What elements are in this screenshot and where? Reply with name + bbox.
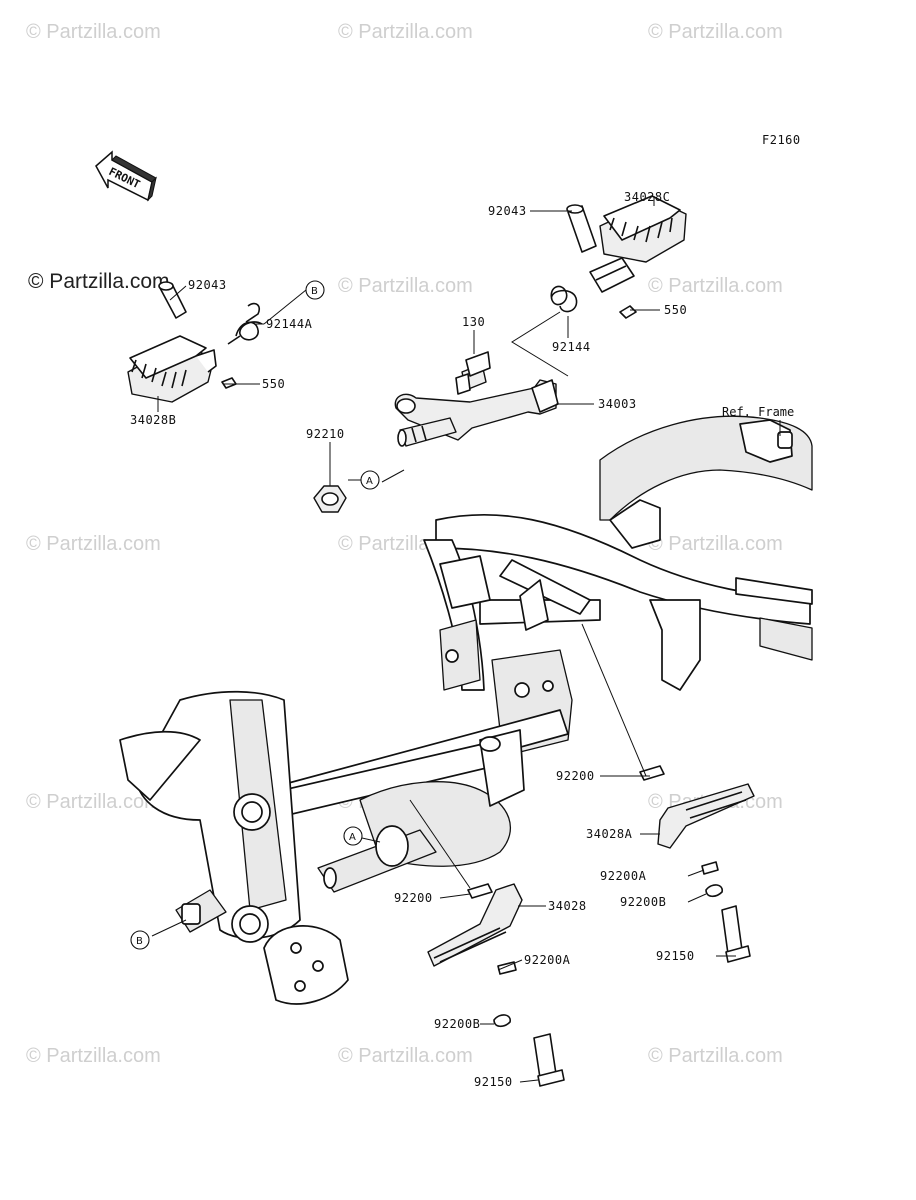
part-label: 34028	[548, 899, 587, 913]
lower-right-footpeg	[639, 765, 755, 963]
part-label: 92144A	[266, 317, 313, 331]
part-label: 92200B	[434, 1017, 480, 1031]
svg-text:A: A	[366, 476, 373, 487]
front-arrow-icon: FRONT	[95, 150, 157, 202]
part-label: 550	[664, 303, 687, 317]
left-footpeg-assembly	[127, 281, 263, 403]
part-label: 550	[262, 377, 285, 391]
part-label: 92200	[394, 891, 433, 905]
part-label: 92150	[656, 949, 695, 963]
bracket-assembly	[313, 351, 559, 513]
part-label: 92150	[474, 1075, 513, 1089]
svg-text:A: A	[349, 832, 356, 843]
part-label: 92043	[188, 278, 227, 292]
watermark: © Partzilla.com	[26, 21, 161, 43]
svg-text:B: B	[136, 936, 143, 947]
watermark: © Partzilla.com	[26, 533, 161, 555]
watermark: © Partzilla.com	[26, 1045, 161, 1067]
part-label: 92200B	[620, 895, 666, 909]
watermark: © Partzilla.com	[338, 21, 473, 43]
motorcycle-frame	[119, 415, 813, 1005]
callout-a-top: A	[360, 470, 380, 490]
callout-b-top: B	[305, 280, 325, 300]
part-label: 34028C	[624, 190, 670, 204]
watermark: © Partzilla.com	[648, 1045, 783, 1067]
lower-left-footpeg	[427, 883, 565, 1087]
watermark-dark: © Partzilla.com	[28, 270, 170, 293]
watermark: © Partzilla.com	[26, 791, 161, 813]
callout-a-frame: A	[343, 826, 363, 846]
watermark: © Partzilla.com	[648, 275, 783, 297]
part-labels: 92043 92144A 550 34028B 92043 34028C 550…	[130, 190, 794, 1089]
part-label: 92043	[488, 204, 527, 218]
part-label: 34003	[598, 397, 637, 411]
ref-frame-label: Ref. Frame	[722, 405, 794, 419]
leader-lines	[151, 196, 781, 1083]
watermark: © Partzilla.com	[338, 1045, 473, 1067]
watermark: © Partzilla.com	[648, 533, 783, 555]
part-label: 92210	[306, 427, 345, 441]
part-label: 130	[462, 315, 485, 329]
right-footpeg-assembly	[550, 195, 687, 319]
part-label: 92144	[552, 340, 591, 354]
svg-text:B: B	[311, 286, 318, 297]
watermark: © Partzilla.com	[338, 275, 473, 297]
diagram-code: F2160	[762, 133, 801, 147]
watermark: © Partzilla.com	[648, 21, 783, 43]
callout-b-frame: B	[130, 930, 150, 950]
part-label: 34028A	[586, 827, 633, 841]
part-label: 92200A	[524, 953, 571, 967]
part-label: 92200A	[600, 869, 647, 883]
part-label: 92200	[556, 769, 595, 783]
part-label: 34028B	[130, 413, 176, 427]
